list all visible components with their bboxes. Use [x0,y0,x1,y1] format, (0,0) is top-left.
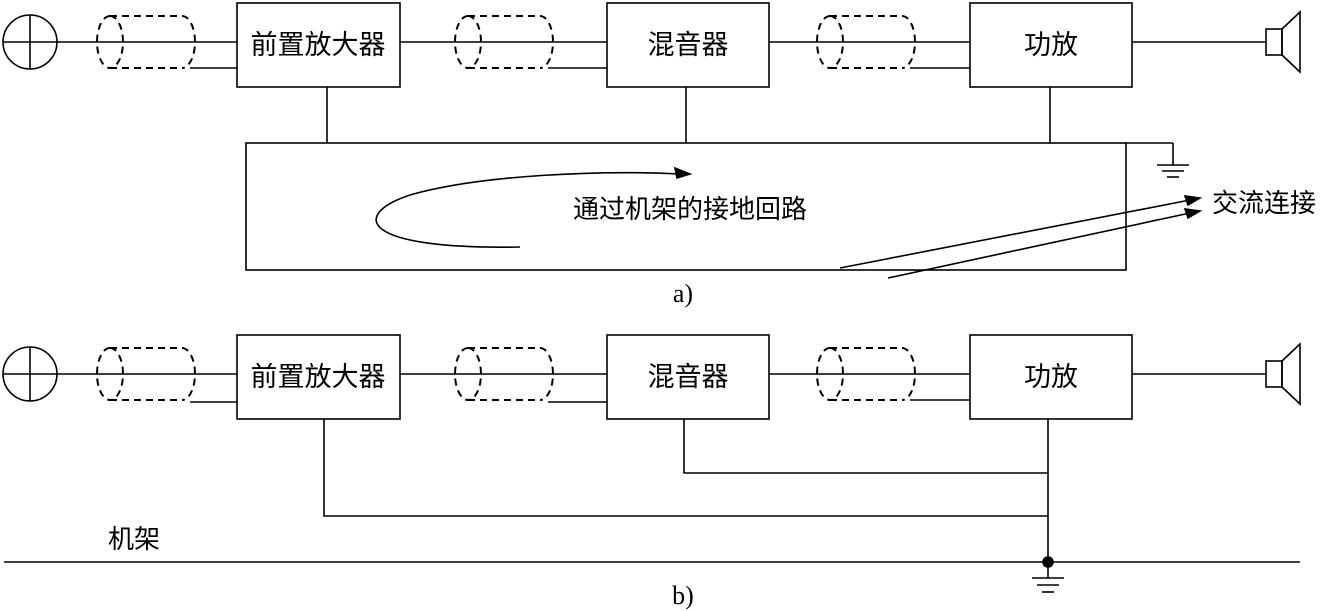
cable-shield [454,347,554,401]
ac-connection-label: 交流连接 [1212,189,1316,219]
rack-chassis-box [245,142,1127,271]
microphone-icon [2,14,58,70]
cable-shield [816,15,916,69]
caption-a: a) [673,279,693,308]
preamp-label: 前置放大器 [251,362,386,393]
diagram-a: 前置放大器 混音器 功放 [2,2,1316,308]
speaker-icon [1265,342,1301,406]
diagram-b: 前置放大器 混音器 功放 [2,334,1301,610]
ac-connection-arrows [839,195,1203,279]
caption-b: b) [672,581,694,610]
preamp-box [236,334,401,420]
earth-ground-icon [1032,577,1064,593]
rack-label: 机架 [108,525,160,555]
preamp-label: 前置放大器 [251,30,386,61]
ground-loop-label: 通过机架的接地回路 [573,195,807,225]
power-amp-box [969,2,1133,88]
ground-loop-arrow [375,166,693,248]
cable-shield [96,15,196,69]
power-amp-label: 功放 [1024,362,1078,393]
preamp-box [236,2,401,88]
cable-shield [96,347,196,401]
mixer-label: 混音器 [648,30,729,61]
mixer-box [606,2,770,88]
cable-shield [454,15,554,69]
power-amp-label: 功放 [1024,30,1078,61]
cable-shield [816,347,916,401]
mixer-label: 混音器 [648,362,729,393]
speaker-icon [1265,10,1301,74]
earth-ground-icon [1126,142,1189,178]
microphone-icon [2,346,58,402]
power-amp-box [969,334,1133,420]
mixer-box [606,334,770,420]
star-ground-wiring [323,419,1054,578]
